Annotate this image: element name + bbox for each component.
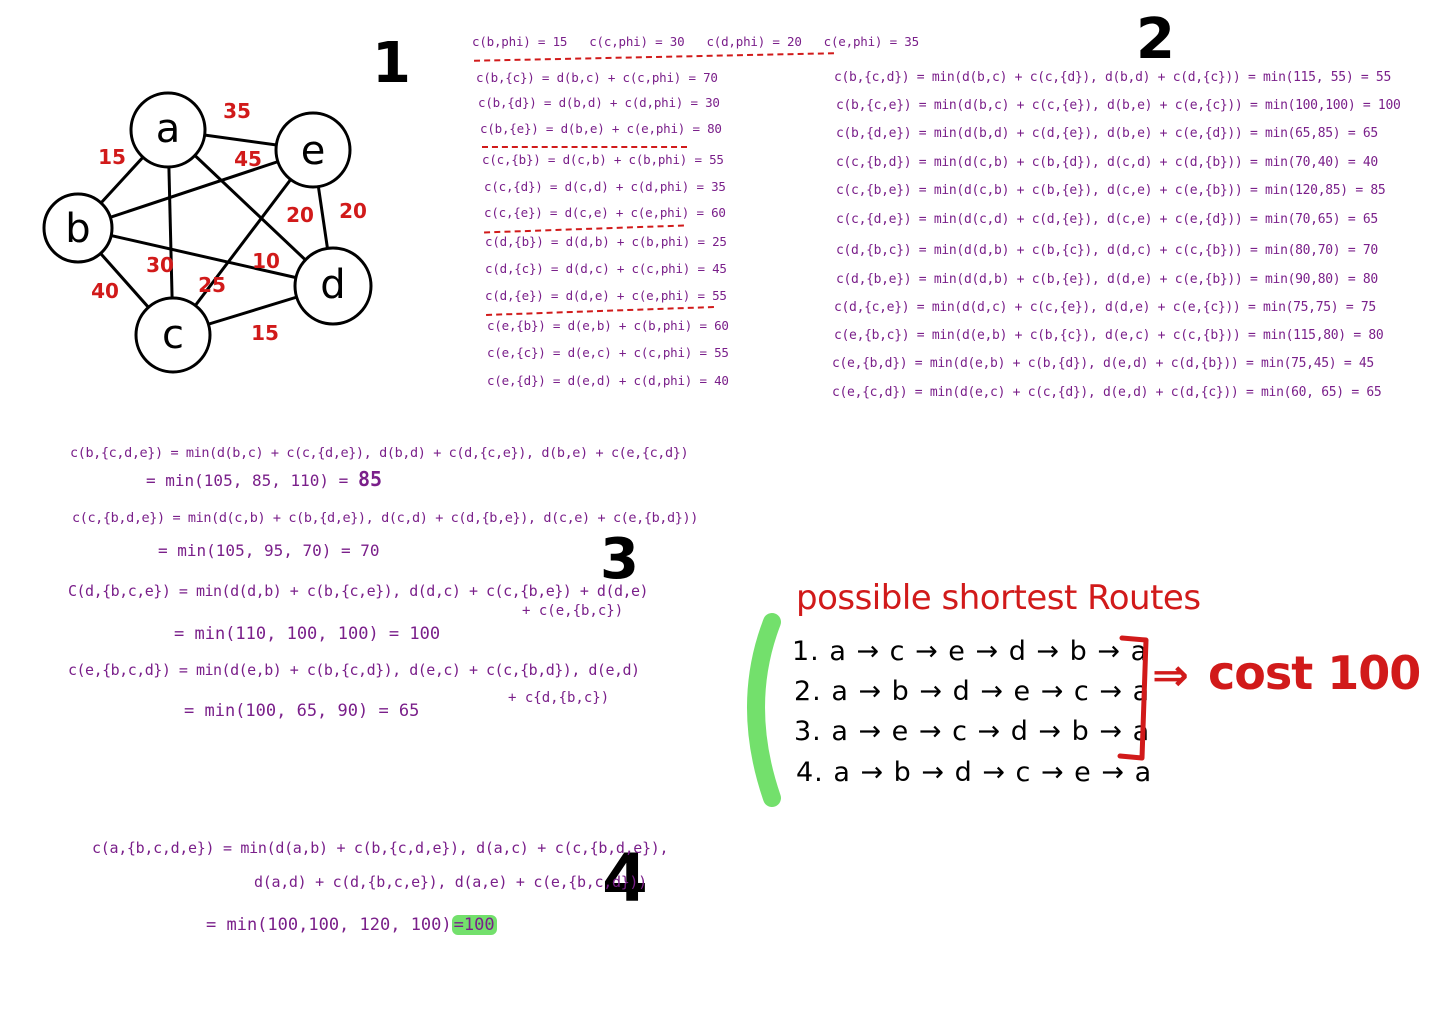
- green-bracket: [747, 613, 781, 807]
- route-item: 1. a → c → e → d → b → a: [792, 636, 1149, 667]
- section4-result: = min(100,100, 120, 100)=100: [206, 915, 497, 935]
- node-c: [134, 296, 212, 374]
- section4-equation-continued: d(a,d) + c(d,{b,c,e}), d(a,e) + c(e,{b,c…: [254, 873, 647, 891]
- section2-line: c(d,{c,e}) = min(d(d,c) + c(c,{e}), d(d,…: [834, 300, 1376, 315]
- section-number-2: 2: [1136, 7, 1175, 72]
- section1-line: c(d,{b}) = d(d,b) + c(b,phi) = 25: [485, 234, 727, 249]
- result-expression: = min(105, 85, 110) =: [146, 471, 349, 490]
- section1-line: c(e,{b}) = d(e,b) + c(b,phi) = 60: [487, 318, 729, 333]
- section1-line: c(b,{e}) = d(b,e) + c(e,phi) = 80: [480, 121, 722, 136]
- section2-line: c(d,{b,e}) = min(d(d,b) + c(b,{e}), d(d,…: [836, 272, 1378, 287]
- node-b: [42, 192, 114, 264]
- edge-label: 15: [98, 145, 126, 169]
- section-number-1: 1: [372, 31, 411, 96]
- section3-equation: c(b,{c,d,e}) = min(d(b,c) + c(c,{d,e}), …: [70, 445, 689, 461]
- base-cost: c(c,phi) = 30: [589, 34, 685, 49]
- result-expression: = min(100,100, 120, 100): [206, 915, 452, 935]
- section1-line: c(c,{e}) = d(c,e) + c(e,phi) = 60: [484, 205, 726, 220]
- section2-line: c(b,{c,d}) = min(d(b,c) + c(c,{d}), d(b,…: [834, 70, 1391, 85]
- section2-line: c(c,{d,e}) = min(d(c,d) + c(d,{e}), d(c,…: [836, 212, 1378, 227]
- base-cost: c(d,phi) = 20: [706, 34, 802, 49]
- route-item: 2. a → b → d → e → c → a: [794, 676, 1151, 707]
- section1-line: c(d,{c}) = d(d,c) + c(c,phi) = 45: [485, 261, 727, 276]
- section3-result: = min(105, 95, 70) = 70: [158, 541, 380, 560]
- edge-label: 10: [252, 249, 280, 273]
- implies-arrow: ⇒: [1152, 650, 1189, 701]
- base-cost: c(b,phi) = 15: [472, 34, 568, 49]
- edge-label: 40: [91, 279, 119, 303]
- section2-line: c(b,{d,e}) = min(d(b,d) + c(d,{e}), d(b,…: [836, 126, 1378, 141]
- final-result-highlight: =100: [451, 915, 497, 935]
- edge-label: 15: [251, 321, 279, 345]
- separator-dashed: [486, 306, 714, 316]
- base-cost: c(e,phi) = 35: [823, 34, 919, 49]
- edge-label: 35: [223, 99, 251, 123]
- edge-label: 45: [234, 147, 262, 171]
- node-label-b: b: [65, 206, 90, 252]
- separator-dashed: [484, 224, 684, 234]
- node-label-e: e: [301, 128, 326, 174]
- section-number-4: 4: [602, 840, 648, 917]
- section3-equation-continued: + c{d,{b,c}): [508, 690, 610, 706]
- node-label-d: d: [320, 262, 345, 308]
- section1-line: c(e,{d}) = d(e,d) + c(d,phi) = 40: [487, 373, 729, 388]
- node-label-c: c: [162, 312, 184, 358]
- section1-line: c(b,{d}) = d(b,d) + c(d,phi) = 30: [478, 95, 720, 110]
- section2-line: c(d,{b,c}) = min(d(d,b) + c(b,{c}), d(d,…: [836, 243, 1378, 258]
- section3-result: = min(100, 65, 90) = 65: [184, 701, 420, 721]
- result-value: 85: [357, 467, 383, 491]
- section2-line: c(c,{b,e}) = min(d(c,b) + c(b,{e}), d(c,…: [836, 183, 1386, 198]
- section3-equation-continued: + c(e,{b,c}): [522, 603, 624, 619]
- edge-label: 20: [339, 199, 367, 223]
- section3-equation: c(c,{b,d,e}) = min(d(c,b) + c(b,{d,e}), …: [72, 510, 698, 526]
- section1-header: c(b,phi) = 15 c(c,phi) = 30 c(d,phi) = 2…: [472, 34, 919, 49]
- section2-line: c(b,{c,e}) = min(d(b,c) + c(c,{e}), d(b,…: [836, 98, 1401, 113]
- section2-line: c(c,{b,d}) = min(d(c,b) + c(b,{d}), d(c,…: [836, 155, 1378, 170]
- route-cost: cost 100: [1208, 646, 1421, 700]
- graph-diagram: a b c d e 35 15 45 20 20 30 10 40 25 15: [42, 91, 373, 374]
- route-item: 4. a → b → d → c → e → a: [796, 757, 1153, 788]
- section1-line: c(c,{b}) = d(c,b) + c(b,phi) = 55: [482, 152, 724, 167]
- section1-line: c(d,{e}) = d(d,e) + c(e,phi) = 55: [485, 288, 727, 303]
- edge-b-d: [77, 226, 334, 288]
- edge-e-c: [171, 149, 315, 336]
- section1-line: c(e,{c}) = d(e,c) + c(c,phi) = 55: [487, 345, 729, 360]
- separator-dashed: [474, 52, 834, 62]
- section3-equation: c(e,{b,c,d}) = min(d(e,b) + c(b,{c,d}), …: [68, 661, 640, 679]
- node-e: [274, 111, 352, 189]
- section4-equation: c(a,{b,c,d,e}) = min(d(a,b) + c(b,{c,d,e…: [92, 839, 669, 857]
- routes-title: possible shortest Routes: [796, 578, 1201, 618]
- section-number-3: 3: [600, 527, 639, 592]
- route-item: 3. a → e → c → d → b → a: [794, 716, 1151, 747]
- node-label-a: a: [156, 106, 181, 152]
- section2-line: c(e,{b,d}) = min(d(e,b) + c(b,{d}), d(e,…: [832, 356, 1374, 371]
- edge-b-e: [77, 148, 314, 230]
- node-d: [293, 246, 373, 326]
- edge-label: 30: [146, 253, 174, 277]
- separator-dashed: [482, 146, 687, 148]
- section3-result: = min(110, 100, 100) = 100: [174, 624, 441, 644]
- node-a: [129, 91, 207, 169]
- section2-line: c(e,{c,d}) = min(d(e,c) + c(c,{d}), d(e,…: [832, 385, 1382, 400]
- section1-line: c(c,{d}) = d(c,d) + c(d,phi) = 35: [484, 179, 726, 194]
- edge-label: 25: [198, 273, 226, 297]
- section2-line: c(e,{b,c}) = min(d(e,b) + c(b,{c}), d(e,…: [834, 328, 1384, 343]
- section1-line: c(b,{c}) = d(b,c) + c(c,phi) = 70: [476, 70, 718, 85]
- section3-result: = min(105, 85, 110) = 85: [146, 467, 382, 491]
- red-bracket: [1117, 635, 1149, 761]
- edge-label: 20: [286, 203, 314, 227]
- section3-equation: C(d,{b,c,e}) = min(d(d,b) + c(b,{c,e}), …: [68, 582, 649, 600]
